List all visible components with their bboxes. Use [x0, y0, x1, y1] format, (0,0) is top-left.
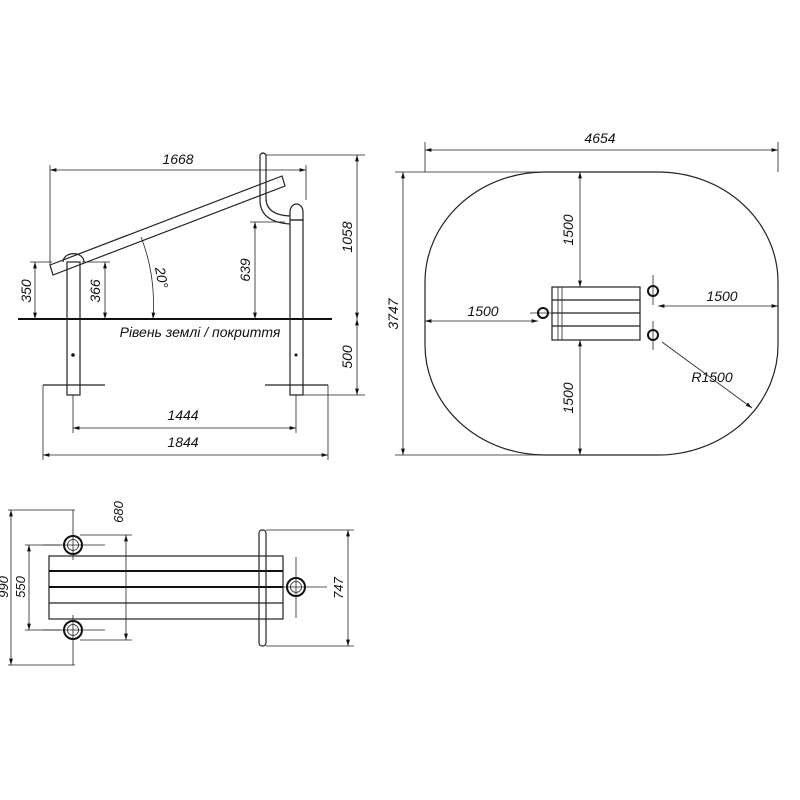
- end-plate: [258, 529, 267, 647]
- right-post-cap: [289, 203, 304, 221]
- dim-top: 1500: [560, 214, 576, 245]
- left-post: [66, 261, 81, 396]
- dim-handle-height: 639: [237, 258, 253, 282]
- dim-total-height: 1058: [339, 221, 355, 252]
- dim-depth: 500: [339, 345, 355, 369]
- post-handle: [283, 557, 327, 618]
- top-view: 990 550 680 747: [0, 500, 354, 666]
- dim-mid: 680: [111, 500, 126, 522]
- dim-post-height: 366: [87, 279, 103, 303]
- handle-hook: [259, 155, 291, 225]
- dim-bottom: 1500: [560, 382, 576, 413]
- dim-post-spacing: 1444: [167, 407, 198, 423]
- dim-low-end: 350: [18, 279, 34, 303]
- dim-inner: 550: [13, 575, 28, 597]
- dim-width: 4654: [584, 130, 615, 146]
- radius-label: R1500: [691, 369, 732, 385]
- dim-bar-length: 1668: [162, 151, 193, 167]
- left-post-cap: [62, 253, 85, 263]
- angle-label: 20°: [152, 265, 172, 290]
- dim-plate: 747: [331, 576, 346, 598]
- equipment-footprint: [530, 275, 659, 350]
- dim-overall-length: 1844: [167, 434, 198, 450]
- right-post: [289, 219, 304, 396]
- plan-view: 4654 3747 1500 1500 1500 1500 R1500: [385, 130, 779, 456]
- dim-right: 1500: [706, 288, 737, 304]
- safety-zone: [424, 171, 779, 456]
- dim-outer: 990: [0, 575, 11, 597]
- ground-label: Рівень землі / покриття: [120, 324, 281, 340]
- inclined-bar: [49, 175, 286, 276]
- side-view: 1668 1058 639 350 366 20° Рівень землі /…: [18, 151, 365, 460]
- dim-height: 3747: [385, 297, 401, 329]
- dim-left: 1500: [467, 303, 498, 319]
